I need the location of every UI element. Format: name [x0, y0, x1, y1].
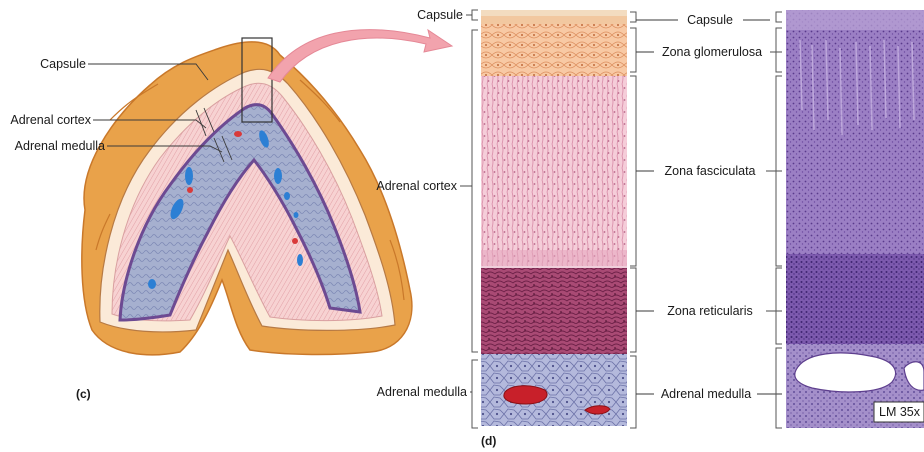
panel-label-d: (d)	[481, 434, 496, 448]
magnification-label: LM 35x	[879, 405, 921, 419]
zone-fasciculata	[481, 76, 627, 266]
label-c-cortex: Adrenal cortex	[10, 113, 91, 127]
label-zona-glomerulosa: Zona glomerulosa	[662, 45, 762, 59]
zone-reticularis	[481, 268, 627, 354]
label-zona-fasciculata: Zona fasciculata	[664, 164, 755, 178]
zone-capsule	[481, 16, 627, 24]
label-d-capsule-left: Capsule	[417, 8, 463, 22]
label-zone-capsule: Capsule	[687, 13, 733, 27]
label-d-cortex-left: Adrenal cortex	[376, 179, 457, 193]
label-zone-medulla: Adrenal medulla	[661, 387, 751, 401]
label-c-capsule: Capsule	[40, 57, 86, 71]
label-c-medulla: Adrenal medulla	[15, 139, 105, 153]
histology-illustration	[481, 10, 627, 426]
label-d-medulla-left: Adrenal medulla	[377, 385, 467, 399]
gland-cross-section	[82, 38, 412, 355]
label-zona-reticularis: Zona reticularis	[667, 304, 752, 318]
panel-label-c: (c)	[76, 387, 91, 401]
light-micrograph	[786, 10, 924, 428]
zone-glomerulosa	[481, 24, 627, 76]
medullary-vein	[795, 353, 896, 392]
zone-medulla	[481, 354, 627, 426]
